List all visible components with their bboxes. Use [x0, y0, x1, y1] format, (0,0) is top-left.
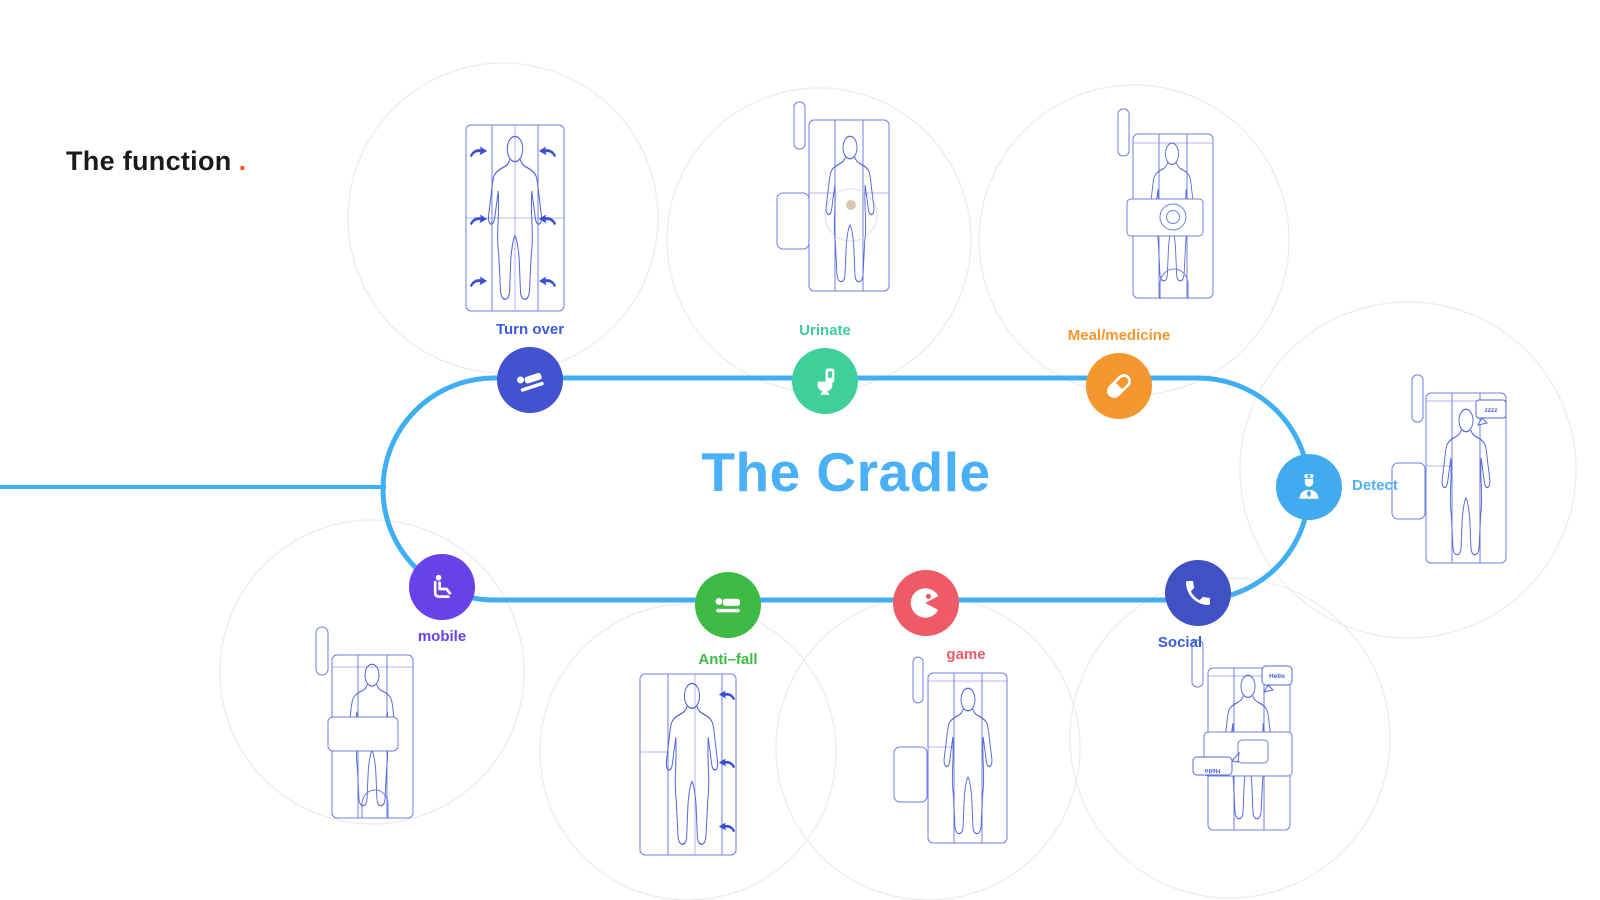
- feature-icon-game: [893, 570, 959, 636]
- feature-game: game: [893, 570, 986, 663]
- bed-illustration-urinate: [776, 98, 891, 298]
- page-title-dot: .: [238, 146, 247, 176]
- pill-icon: [1107, 374, 1131, 398]
- pacman-icon: [910, 588, 939, 618]
- feature-label-detect: Detect: [1352, 477, 1398, 494]
- feature-icon-mobile: [409, 554, 475, 620]
- feature-meal-medicine: Meal/medicine: [1068, 327, 1170, 419]
- feature-icon-urinate: [792, 348, 858, 414]
- feature-turn-over: Turn over: [496, 321, 564, 413]
- toilet-icon: [817, 368, 835, 395]
- feature-label-anti-fall: Anti–fall: [698, 651, 758, 668]
- flat-bed-icon: [715, 597, 740, 613]
- sleep-bubble: zzzz: [1475, 399, 1507, 426]
- feature-icon-detect: [1276, 454, 1342, 520]
- seated-person-icon: [433, 574, 452, 598]
- bed-illustration-meal-medicine: [1110, 103, 1215, 303]
- feature-icon-meal-medicine: [1086, 353, 1152, 419]
- doctor-icon: [1299, 474, 1319, 499]
- feature-anti-fall: Anti–fall: [695, 572, 761, 668]
- feature-label-social: Social: [1157, 634, 1203, 651]
- feature-mobile: mobile: [409, 554, 475, 645]
- hello-bubble-top-text: Hello: [1269, 673, 1285, 680]
- sleep-bubble-text: zzzz: [1485, 407, 1499, 414]
- center-title: The Cradle: [701, 441, 991, 503]
- tilted-bed-icon: [517, 372, 544, 392]
- hello-bubble-bottom: Hello: [1192, 751, 1240, 776]
- page-title-text: The function: [66, 146, 232, 176]
- feature-icon-social: [1165, 560, 1231, 626]
- feature-label-mobile: mobile: [417, 628, 467, 645]
- bed-illustration-mobile: [314, 622, 419, 822]
- feature-label-turn-over: Turn over: [495, 321, 565, 338]
- bed-illustration-detect: zzzz: [1390, 368, 1510, 573]
- feature-icon-anti-fall: [695, 572, 761, 638]
- hello-bubble-bottom-text: Hello: [1205, 767, 1221, 774]
- bed-illustration-game: [890, 648, 1015, 848]
- phone-icon: [1186, 581, 1210, 605]
- bed-illustration-social: Hello Hello: [1188, 638, 1303, 838]
- bed-illustration-turn-over: [465, 124, 565, 312]
- feature-label-meal-medicine: Meal/medicine: [1067, 327, 1171, 344]
- hello-bubble-top: Hello: [1261, 665, 1293, 693]
- feature-label-urinate: Urinate: [799, 322, 851, 339]
- feature-social: Social: [1158, 560, 1231, 651]
- feature-urinate: Urinate: [792, 322, 858, 414]
- page-title: The function.: [66, 146, 246, 177]
- bed-illustration-anti-fall: [638, 672, 738, 857]
- feature-detect: Detect: [1276, 454, 1398, 520]
- feature-label-game: game: [946, 646, 986, 663]
- feature-icon-turn-over: [497, 347, 563, 413]
